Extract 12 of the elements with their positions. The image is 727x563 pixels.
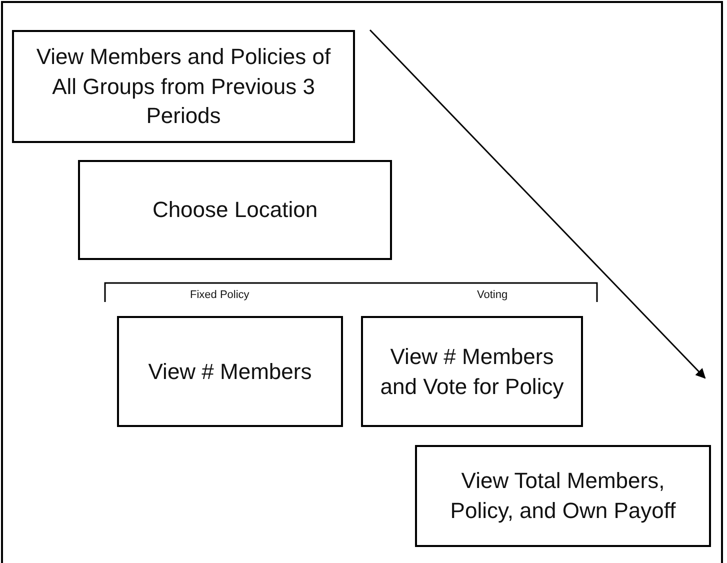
box-text: View # Members and Vote for Policy xyxy=(379,342,565,401)
box-text: View Members and Policies of All Groups from Previous 3 Periods xyxy=(35,42,332,130)
process-box xyxy=(361,316,583,427)
process-box xyxy=(12,30,355,143)
box-text: View Total Members, Policy, and Own Payoff xyxy=(449,467,677,525)
branch-label: Voting xyxy=(477,289,508,301)
box-text: Choose Location xyxy=(152,196,318,224)
process-box xyxy=(415,445,711,547)
process-box xyxy=(117,316,343,427)
process-box xyxy=(78,160,392,260)
box-text: View # Members xyxy=(148,358,312,386)
branch-label: Fixed Policy xyxy=(190,289,250,301)
